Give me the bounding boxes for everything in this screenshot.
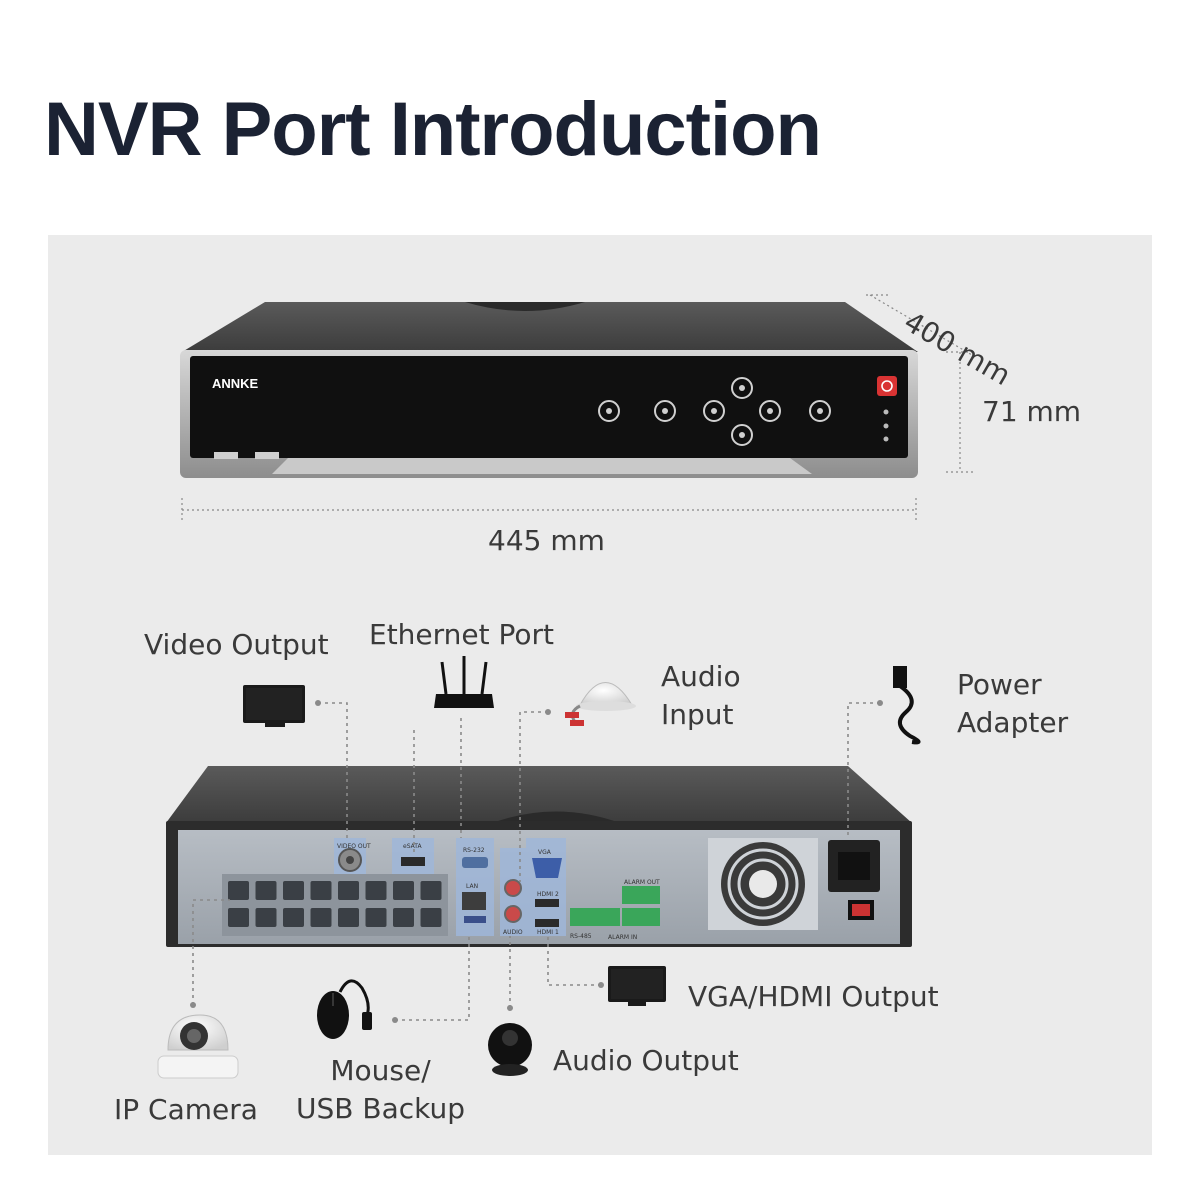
port-label: RS-485 [570,933,592,940]
power-adapter-icon [893,666,921,745]
ip-camera-label: IP Camera [114,1093,258,1126]
port-label: eSATA [403,843,422,850]
port-label: VGA [538,849,552,856]
status-led-icon [883,409,889,415]
mouse-icon [317,979,372,1039]
alarm-in-terminal [622,908,660,926]
power-button-icon [877,376,897,396]
port-label: HDMI 1 [537,929,559,936]
poe-port [228,881,249,900]
width-dimension: 445 mm [488,524,605,557]
usb-port [464,916,486,923]
vga-port [532,858,562,878]
page-title: NVR Port Introduction [44,87,822,172]
poe-port [283,881,304,900]
microphone-icon [565,682,636,726]
audio-input-label: Audio Input [661,660,741,731]
port-label: ALARM IN [608,934,637,941]
poe-port [420,908,442,927]
hdmi-port [535,919,559,927]
front-control-button [759,400,781,422]
front-control-button [654,400,676,422]
router-icon [434,656,494,708]
poe-port [255,881,277,900]
poe-port [365,881,387,900]
rs232-port [462,857,488,868]
height-dimension: 71 mm [982,395,1082,428]
status-led-icon [883,423,889,429]
audio-out-jack [504,905,522,923]
power-adapter-label: Power Adapter [957,668,1069,739]
port-label: RS-232 [463,847,485,854]
poe-port [393,908,414,927]
poe-port [338,908,359,927]
ip-camera-icon [157,1014,239,1079]
poe-port [228,908,249,927]
front-usb-port [214,452,238,459]
front-usb-port [255,452,279,459]
front-control-button [731,424,753,446]
leader-lines [192,702,880,1021]
port-label: ALARM OUT [624,879,660,886]
hdmi-port [535,899,559,907]
front-control-button [809,400,831,422]
lan-port [462,892,486,910]
dimension-lines [181,294,974,522]
poe-port-array [222,874,448,936]
front-control-button [598,400,620,422]
front-control-button [703,400,725,422]
poe-port [310,908,332,927]
port-label: VIDEO OUT [337,843,371,850]
speaker-icon [488,1023,532,1076]
brand-logo: ANNKE [212,376,259,391]
ethernet-port-label: Ethernet Port [369,618,555,651]
monitor-icon [243,685,305,727]
vga-hdmi-output-label: VGA/HDMI Output [688,980,939,1013]
poe-port [310,881,332,900]
nvr-front-unit [180,302,918,478]
monitor-icon [608,966,666,1006]
poe-port [338,881,359,900]
rs485-terminal [570,908,620,926]
audio-in-jack [504,879,522,897]
audio-output-label: Audio Output [553,1044,739,1077]
video-output-label: Video Output [144,628,329,661]
port-label: LAN [466,883,478,890]
fan-grille-icon [749,870,777,898]
port-label: HDMI 2 [537,891,559,898]
status-led-icon [883,436,889,442]
poe-port [283,908,304,927]
front-control-button [731,377,753,399]
poe-port [393,881,414,900]
poe-port [420,881,442,900]
esata-port [401,857,425,866]
alarm-out-terminal [622,886,660,904]
poe-port [365,908,387,927]
poe-port [255,908,277,927]
port-label: AUDIO [503,929,523,936]
mouse-usb-backup-label: Mouse/ USB Backup [296,1054,466,1125]
